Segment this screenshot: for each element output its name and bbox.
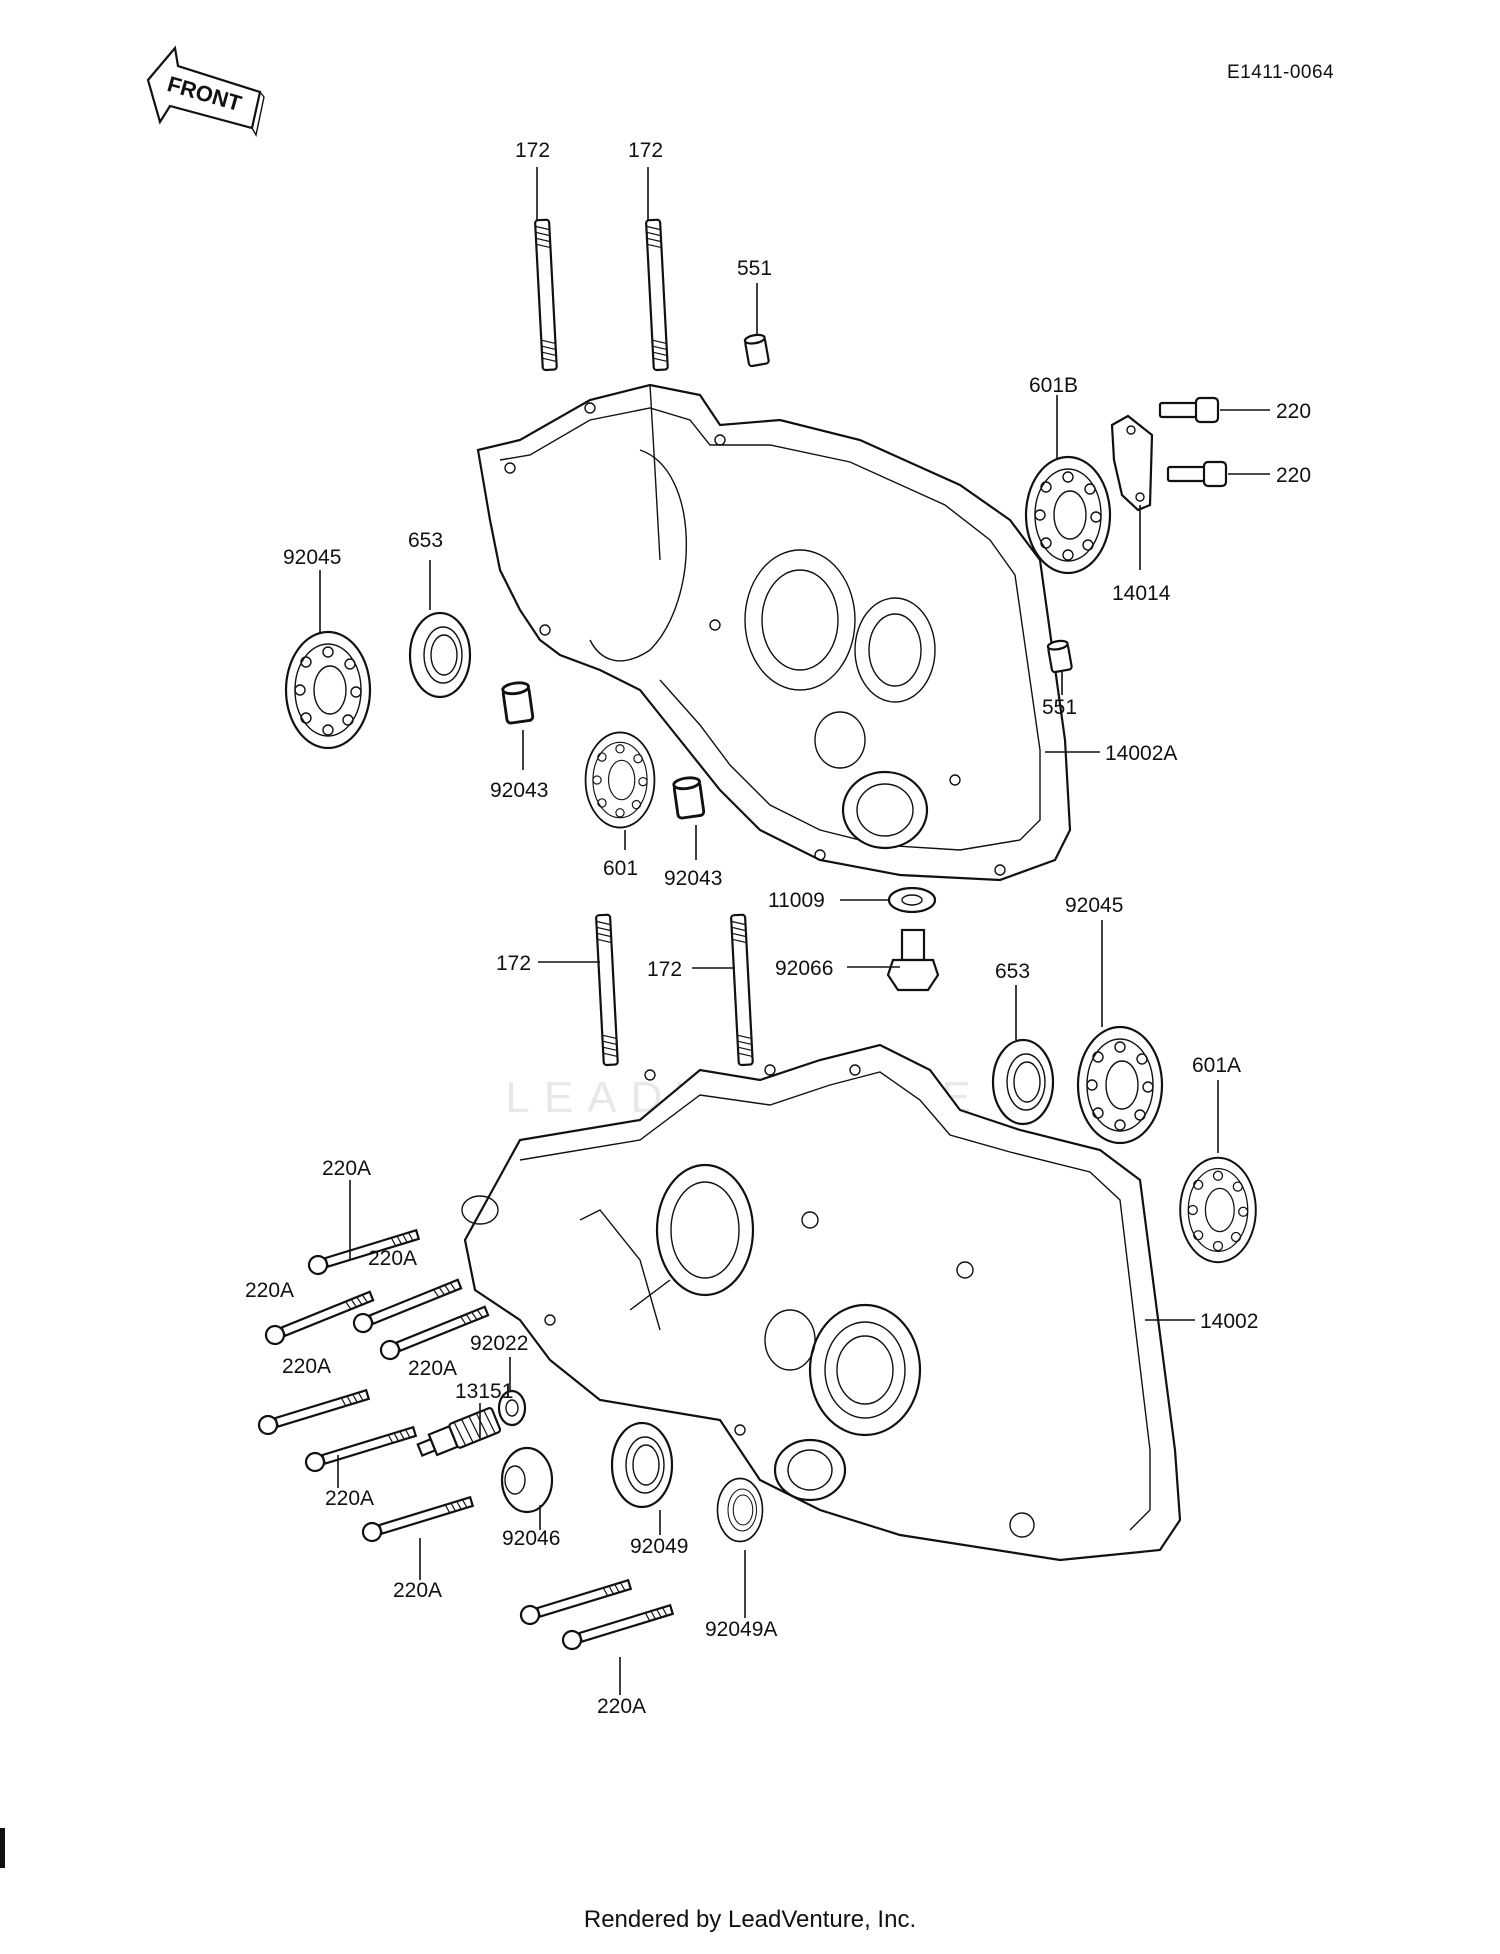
callout-172-upper-right: 172 [628,139,663,162]
callout-220-upper: 220 [1276,400,1311,423]
bushing-92043-left [500,679,535,725]
callout-92045-upper: 92045 [283,546,341,569]
bearing-601b [1024,455,1112,575]
plate-14014 [1110,414,1154,512]
oil-seal-653-upper [408,611,472,699]
callout-92022: 92022 [470,1332,528,1355]
dowel-pin-551-right [1046,638,1074,674]
dowel-pin-551-upper [743,332,771,368]
stud-172-upper-right [644,218,669,372]
diagram-id: E1411-0064 [1227,62,1335,83]
callout-551-right: 551 [1042,696,1077,719]
collar-92046 [500,1446,554,1514]
callout-92043-right: 92043 [664,867,722,890]
bolt-220a-6 [302,1421,419,1475]
callout-220a-3: 220A [368,1247,417,1270]
callout-92066: 92066 [775,957,833,980]
bolt-220a-5 [255,1384,372,1438]
callout-551-upper: 551 [737,257,772,280]
bearing-92045-lower [1076,1025,1164,1145]
callout-13151: 13151 [455,1380,513,1403]
washer-11009 [887,886,937,914]
stud-172-upper-left [533,218,558,372]
callout-220a-8: 220A [597,1695,646,1718]
bolt-220a-9 [559,1599,676,1653]
callout-92046: 92046 [502,1527,560,1550]
oil-seal-653-lower [991,1038,1055,1126]
bearing-601 [584,731,656,829]
washer-92022 [497,1389,527,1427]
crankcase-half-14002 [461,1043,1182,1562]
footer-credit: Rendered by LeadVenture, Inc. [583,1906,917,1933]
neutral-switch-13151 [416,1407,502,1457]
leader-lines [319,167,1270,1695]
callout-220a-4: 220A [408,1357,457,1380]
crankcase-half-14002a [476,383,1072,882]
callout-653-upper: 653 [408,529,443,552]
scan-edge-mark [0,1828,5,1868]
callout-172-lower-left: 172 [496,952,531,975]
callout-220a-6: 220A [325,1487,374,1510]
callout-92049a: 92049A [705,1618,777,1641]
callout-92045-lower: 92045 [1065,894,1123,917]
callout-labels: 172 172 551 601B 220 220 14014 92045 653… [245,139,1311,1718]
callout-172-lower-right: 172 [647,958,682,981]
callout-601: 601 [603,857,638,880]
drain-plug-92066 [886,928,940,992]
callout-92049: 92049 [630,1535,688,1558]
callout-220a-5: 220A [282,1355,331,1378]
bolt-220a-7 [359,1491,476,1545]
callout-601b: 601B [1029,374,1078,397]
callout-601a: 601A [1192,1054,1241,1077]
callout-653-lower: 653 [995,960,1030,983]
bolt-220a-8 [517,1574,634,1628]
callout-172-upper-left: 172 [515,139,550,162]
callout-14014: 14014 [1112,582,1171,605]
callout-220a-7: 220A [393,1579,442,1602]
bolt-220-upper [1158,396,1220,424]
callout-14002: 14002 [1200,1310,1258,1333]
callout-92043-left: 92043 [490,779,548,802]
bearing-601a [1179,1156,1257,1264]
bearing-92045-upper [284,630,372,750]
stud-172-lower-right [729,913,754,1067]
oil-seal-92049 [610,1421,674,1509]
callout-220a-2: 220A [245,1279,294,1302]
callout-14002a: 14002A [1105,742,1177,765]
front-arrow-icon: FRONT [146,45,265,137]
oil-seal-92049a [716,1477,764,1543]
callout-220a-1: 220A [322,1157,371,1180]
bushing-92043-right [671,774,706,820]
bolt-220-lower [1166,460,1228,488]
callout-11009: 11009 [768,889,825,912]
callout-220-lower: 220 [1276,464,1311,487]
stud-172-lower-left [594,913,619,1067]
